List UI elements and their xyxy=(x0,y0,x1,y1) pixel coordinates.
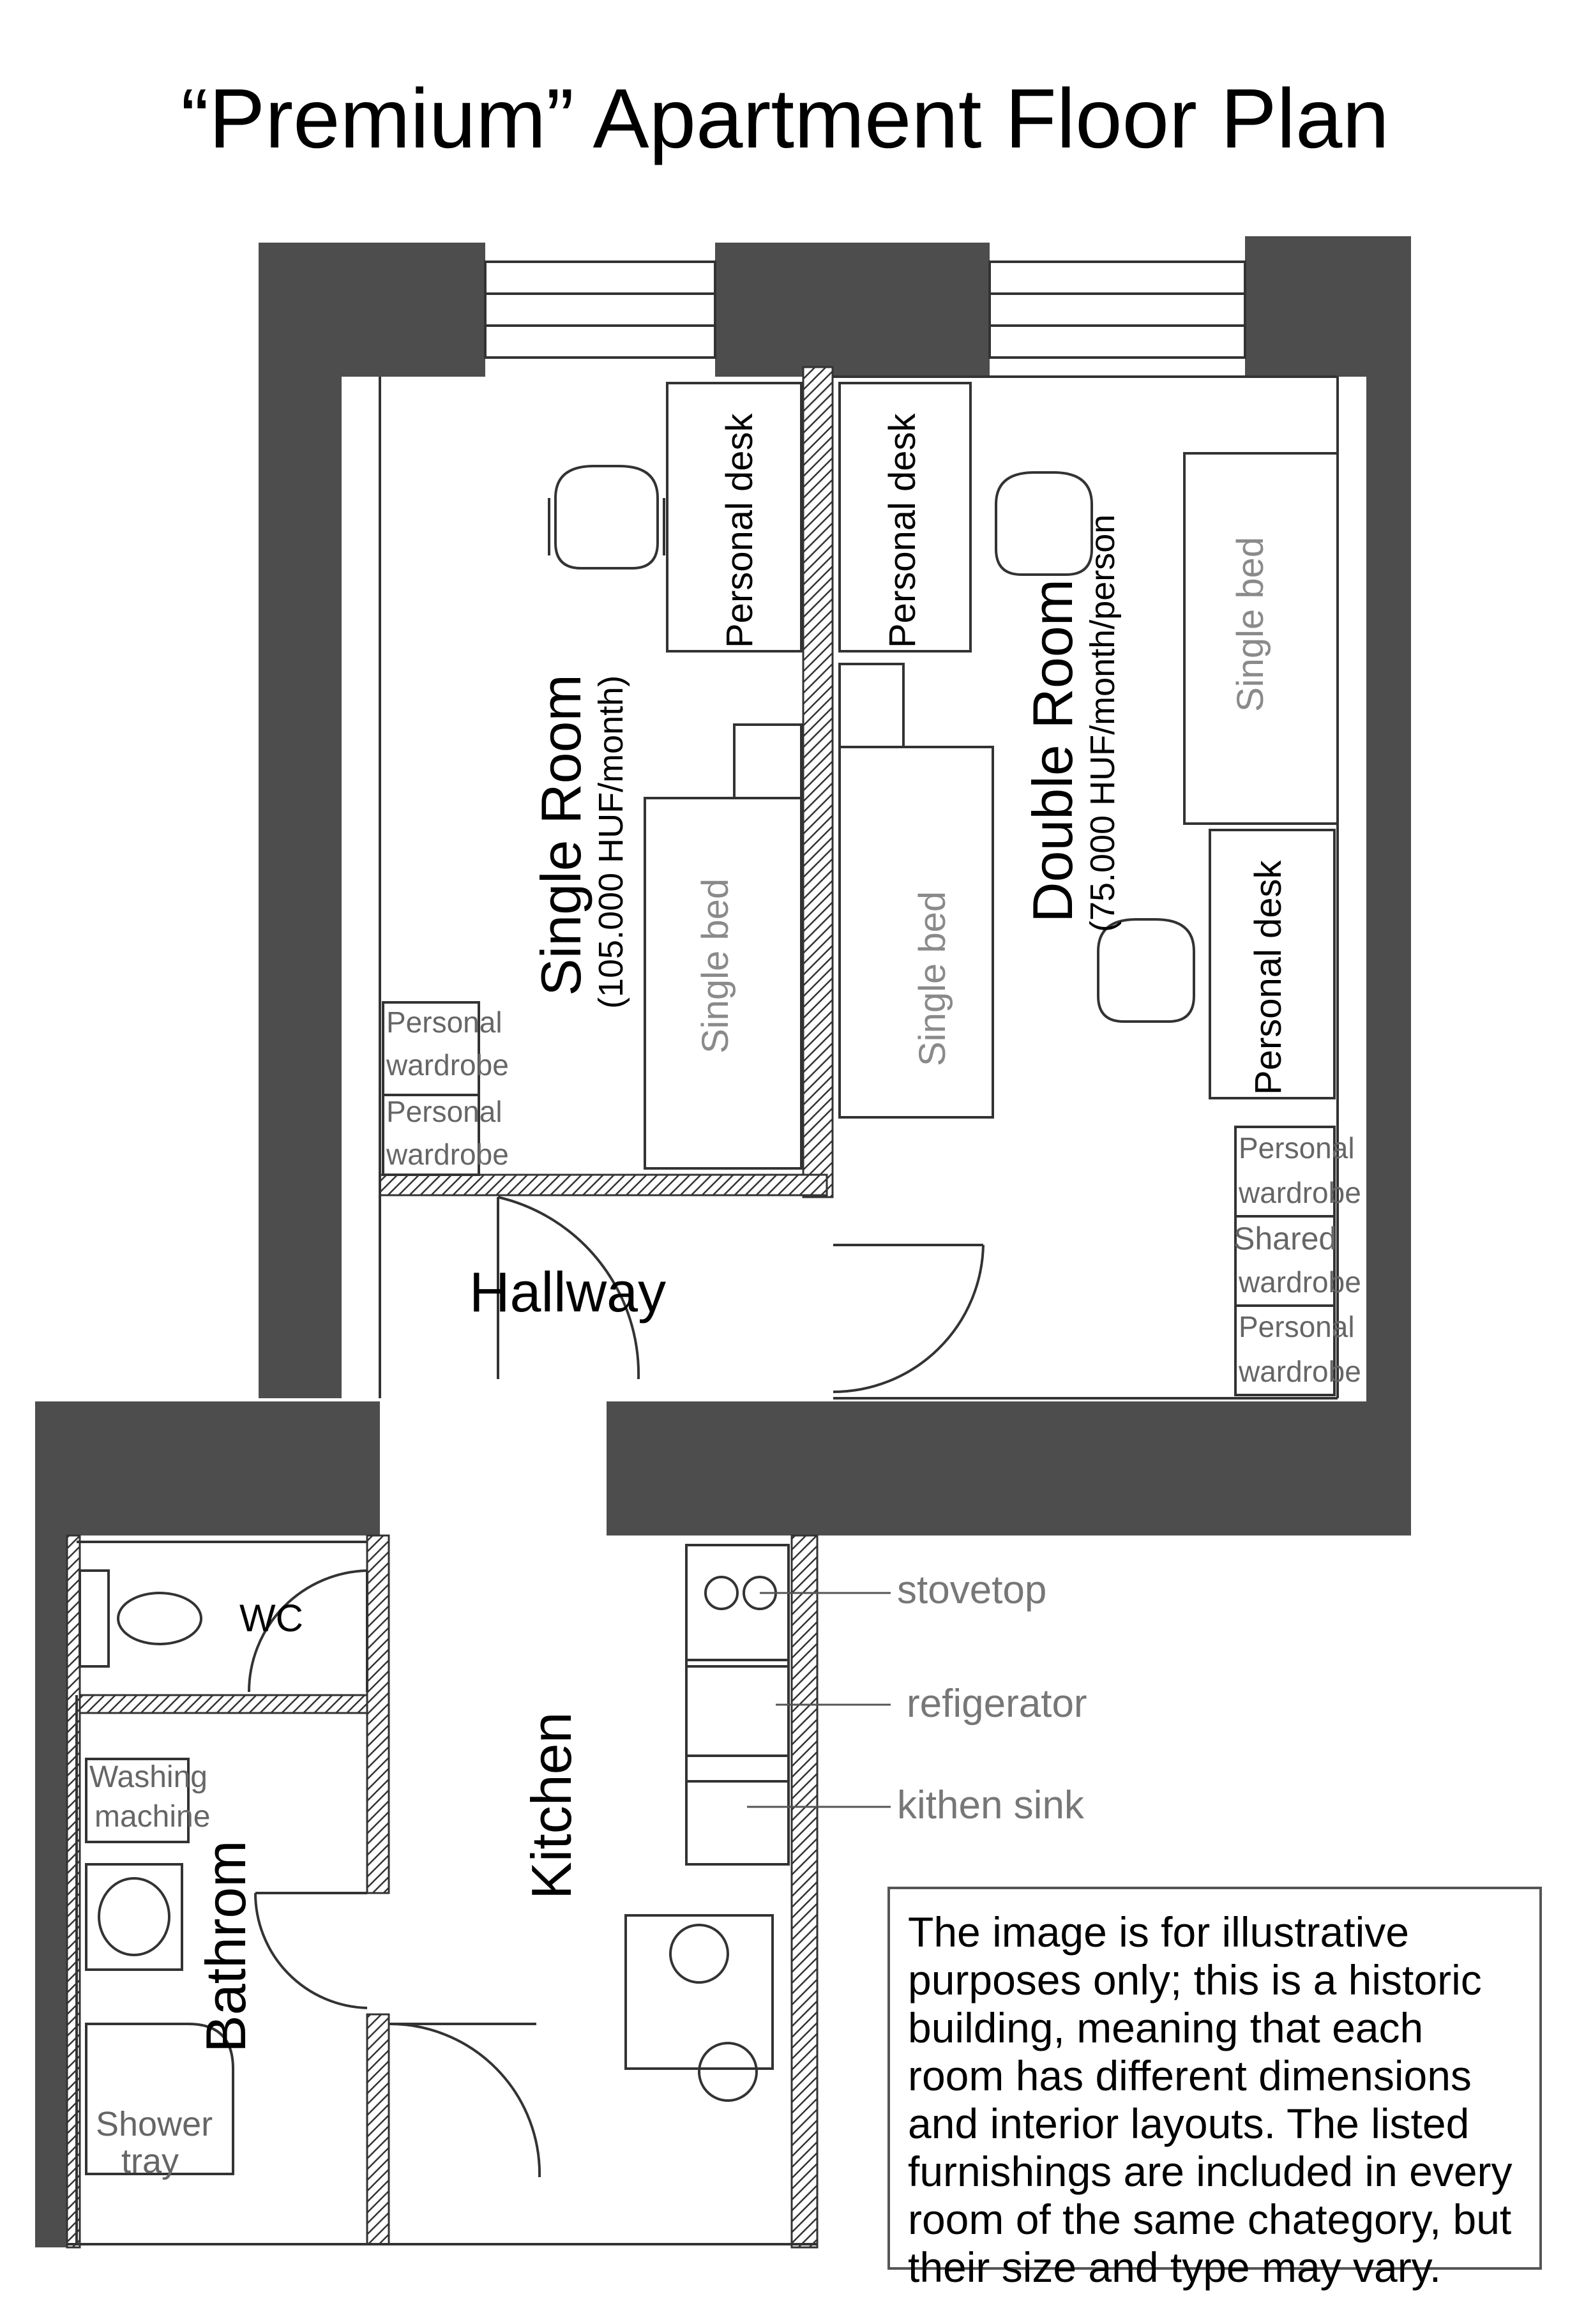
double-room-desk-label-2: Personal desk xyxy=(1248,860,1289,1095)
top-wall-left xyxy=(259,243,485,377)
kitchen-left-wall-upper xyxy=(366,1534,390,1894)
doors xyxy=(248,1196,985,2178)
single-room-wardrobe-2-line-2: wardrobe xyxy=(386,1138,509,1171)
single-room-bed-label: Single bed xyxy=(695,878,736,1053)
outer-walls xyxy=(35,236,1411,2247)
left-wing-outer-wall xyxy=(35,1526,67,2247)
kitchen-sink-label: kithen sink xyxy=(897,1783,1084,1827)
single-double-partition xyxy=(802,366,834,1198)
single-room-wardrobe-2-line-1: Personal xyxy=(386,1095,502,1128)
double-room-chair-2 xyxy=(1097,918,1195,1023)
single-room-desk xyxy=(666,382,803,653)
double-room-chair-1 xyxy=(995,471,1093,576)
callout-lines xyxy=(747,1592,891,1808)
washing-machine-label-line-1: Washing xyxy=(89,1760,208,1794)
kitchen-right-wall xyxy=(790,1534,819,2249)
double-room-shared-wardrobe-line-1: Shared xyxy=(1234,1221,1337,1256)
double-room-bed-label-2: Single bed xyxy=(1230,536,1271,712)
single-room-chair xyxy=(554,465,659,570)
single-room-price: (105.000 HUF/month) xyxy=(592,675,630,1009)
single-room-wardrobe-2 xyxy=(382,1094,480,1176)
mid-horizontal-wall xyxy=(607,1401,1411,1535)
room-outlines xyxy=(67,375,1339,2245)
left-wall-upper xyxy=(259,370,342,1398)
window-right xyxy=(988,260,1246,359)
wc-bottom-wall xyxy=(75,1694,372,1714)
window-left xyxy=(484,260,716,359)
single-room-name: Single Room xyxy=(529,674,593,996)
sink-unit xyxy=(685,1754,790,1866)
double-room-wardrobe-1-line-2: wardrobe xyxy=(1239,1176,1361,1209)
washing-machine-unit xyxy=(85,1758,190,1843)
double-room-bed-2 xyxy=(1183,452,1339,825)
double-room-bed-1 xyxy=(838,746,994,1119)
double-room-wardrobe-2 xyxy=(1234,1304,1336,1396)
double-room-price: (75.000 HUF/month/person xyxy=(1083,514,1122,932)
kitchen-label: Kitchen xyxy=(520,1712,583,1899)
double-room-shared-wardrobe-line-2: wardrobe xyxy=(1239,1265,1361,1299)
kitchen-left-wall-lower xyxy=(366,2013,390,2245)
stovetop-unit xyxy=(685,1544,790,1668)
single-room-desk-label: Personal desk xyxy=(719,413,760,648)
single-room-wardrobe-1-line-2: wardrobe xyxy=(386,1048,509,1082)
shower-tray-label-line-1: Shower xyxy=(96,2105,213,2143)
disclaimer-note: The image is for illustrative purposes o… xyxy=(887,1887,1542,2291)
double-room-desk-1 xyxy=(838,382,972,653)
refrigerator-unit xyxy=(685,1659,790,1783)
double-room-name: Double Room xyxy=(1021,578,1084,923)
wc-label: WC xyxy=(239,1597,303,1640)
hallway-label: Hallway xyxy=(469,1260,667,1324)
page-title: “Premium” Apartment Floor Plan xyxy=(181,72,1389,165)
double-room-furniture xyxy=(838,382,1339,1396)
dining-table xyxy=(624,1914,774,2070)
stovetop-label: stovetop xyxy=(897,1568,1047,1612)
washing-machine-label-line-2: machine xyxy=(94,1800,211,1834)
top-wall-right xyxy=(1245,236,1411,377)
right-wall-upper xyxy=(1366,370,1411,1456)
single-room-furniture xyxy=(382,382,803,1176)
double-room-wardrobe-2-line-1: Personal xyxy=(1239,1310,1355,1343)
double-room-desk-label-1: Personal desk xyxy=(882,413,923,648)
single-room-bottom-wall xyxy=(379,1173,828,1196)
double-room-bed-label-1: Single bed xyxy=(912,891,953,1066)
shower-tray-unit xyxy=(85,2023,234,2175)
single-room-wardrobe-1-line-1: Personal xyxy=(386,1006,502,1039)
top-wall-middle xyxy=(715,243,990,377)
double-room-wardrobe-1-line-1: Personal xyxy=(1239,1131,1355,1165)
bathroom-label: Bathrom xyxy=(194,1840,257,2053)
dining-chair-2 xyxy=(698,2042,758,2102)
dining-chair-1 xyxy=(669,1924,729,1984)
toilet xyxy=(117,1592,202,1645)
refrigerator-label: refigerator xyxy=(907,1682,1087,1726)
double-room-desk-2 xyxy=(1209,829,1336,1099)
double-room-wardrobe-2-line-2: wardrobe xyxy=(1239,1355,1361,1388)
single-room-bed xyxy=(644,797,803,1170)
shower-tray-label-line-2: tray xyxy=(121,2142,179,2180)
windows xyxy=(484,260,1246,359)
left-wing-wall xyxy=(35,1401,380,1535)
washbasin xyxy=(85,1863,183,1971)
kitchen-bath-fixtures xyxy=(79,1544,790,2175)
